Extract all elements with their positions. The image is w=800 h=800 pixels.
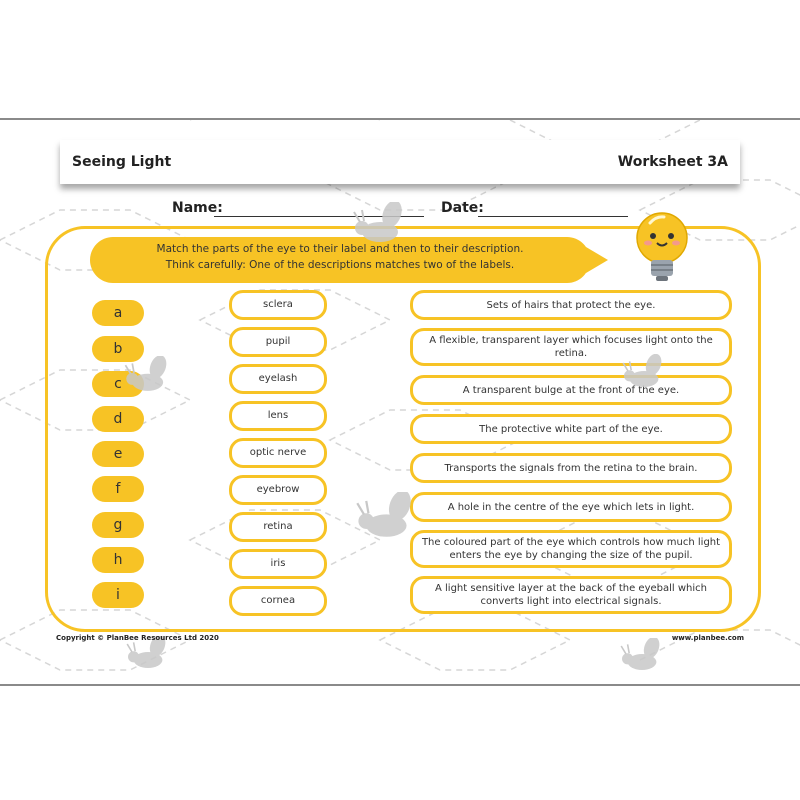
label-eyebrow: eyebrow <box>229 475 327 505</box>
banner-tail <box>586 247 608 273</box>
bee-icon <box>126 636 166 668</box>
letter-d: d <box>92 406 144 432</box>
worksheet-title: Seeing Light <box>72 154 172 170</box>
worksheet-page: Seeing Light Worksheet 3A Name: Date: Ma… <box>0 118 800 686</box>
copyright-text: Copyright © PlanBee Resources Ltd 2020 <box>56 634 219 642</box>
letter-a: a <box>92 300 144 326</box>
letter-f: f <box>92 476 144 502</box>
name-label: Name: <box>172 200 223 216</box>
letter-h: h <box>92 547 144 573</box>
description-7: The coloured part of the eye which contr… <box>410 530 732 568</box>
instruction-banner <box>90 237 590 283</box>
label-cornea: cornea <box>229 586 327 616</box>
lightbulb-icon <box>636 212 688 281</box>
description-8: A light sensitive layer at the back of t… <box>410 576 732 614</box>
bee-icon <box>356 492 411 537</box>
instruction-text: Match the parts of the eye to their labe… <box>110 241 570 273</box>
instruction-line-2: Think carefully: One of the descriptions… <box>165 259 515 271</box>
description-2: A flexible, transparent layer which focu… <box>410 328 732 366</box>
label-optic-nerve: optic nerve <box>229 438 327 468</box>
label-pupil: pupil <box>229 327 327 357</box>
description-4: The protective white part of the eye. <box>410 414 732 444</box>
description-3: A transparent bulge at the front of the … <box>410 375 732 405</box>
instruction-line-1: Match the parts of the eye to their labe… <box>156 243 524 255</box>
date-label: Date: <box>441 200 484 216</box>
worksheet-number: Worksheet 3A <box>617 154 728 170</box>
label-retina: retina <box>229 512 327 542</box>
letter-b: b <box>92 336 144 362</box>
label-sclera: sclera <box>229 290 327 320</box>
letter-g: g <box>92 512 144 538</box>
website-text: www.planbee.com <box>671 634 744 642</box>
bee-icon <box>124 356 167 391</box>
label-eyelash: eyelash <box>229 364 327 394</box>
header-bar: Seeing Light Worksheet 3A <box>60 140 740 184</box>
activity-frame <box>45 226 761 632</box>
description-5: Transports the signals from the retina t… <box>410 453 732 483</box>
letter-i: i <box>92 582 144 608</box>
date-field[interactable] <box>478 216 628 217</box>
description-1: Sets of hairs that protect the eye. <box>410 290 732 320</box>
bee-icon <box>622 354 662 387</box>
description-6: A hole in the centre of the eye which le… <box>410 492 732 522</box>
label-iris: iris <box>229 549 327 579</box>
label-lens: lens <box>229 401 327 431</box>
bee-icon <box>353 202 402 242</box>
letter-e: e <box>92 441 144 467</box>
name-field[interactable] <box>214 216 424 217</box>
bee-icon <box>620 638 660 670</box>
